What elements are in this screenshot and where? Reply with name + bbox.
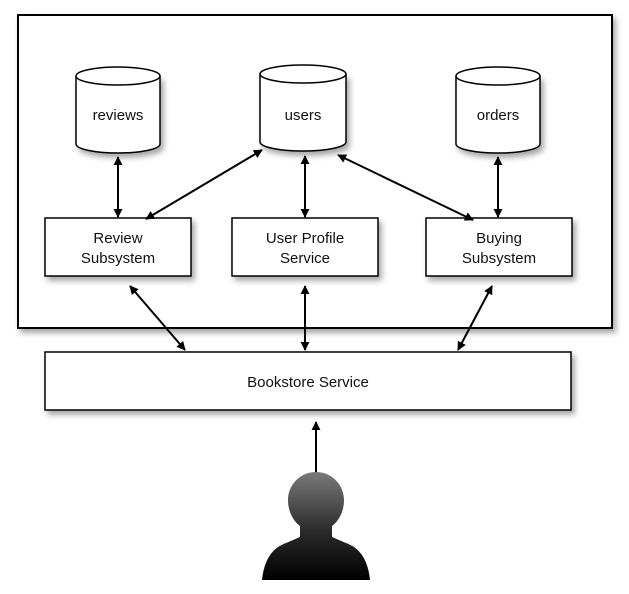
review-subsystem-label-2: Subsystem	[81, 250, 155, 267]
buying-subsystem-label-1: Buying	[476, 230, 522, 247]
orders-database: orders	[455, 66, 541, 154]
arrow-buying-subsystem-to-bookstore	[457, 285, 493, 351]
orders-db-label: orders	[477, 107, 520, 124]
users-db-label: users	[285, 107, 322, 124]
reviews-db-label: reviews	[93, 107, 144, 124]
user-silhouette-icon	[262, 472, 370, 580]
user-profile-label-1: User Profile	[266, 230, 344, 247]
review-subsystem-box: Review Subsystem	[44, 217, 192, 277]
bookstore-service-label: Bookstore Service	[247, 374, 369, 391]
user-profile-service-box: User Profile Service	[231, 217, 379, 277]
user-profile-label-2: Service	[280, 250, 330, 267]
buying-subsystem-label-2: Subsystem	[462, 250, 536, 267]
buying-subsystem-box: Buying Subsystem	[425, 217, 573, 277]
users-database: users	[259, 64, 347, 152]
reviews-database: reviews	[75, 66, 161, 154]
review-subsystem-label-1: Review	[93, 230, 142, 247]
arrow-users-to-buying-subsystem	[337, 154, 474, 221]
backend-container	[17, 14, 613, 329]
arrow-review-subsystem-to-bookstore	[129, 285, 186, 351]
arrow-users-to-review-subsystem	[145, 149, 263, 220]
bookstore-service-box: Bookstore Service	[44, 351, 572, 411]
